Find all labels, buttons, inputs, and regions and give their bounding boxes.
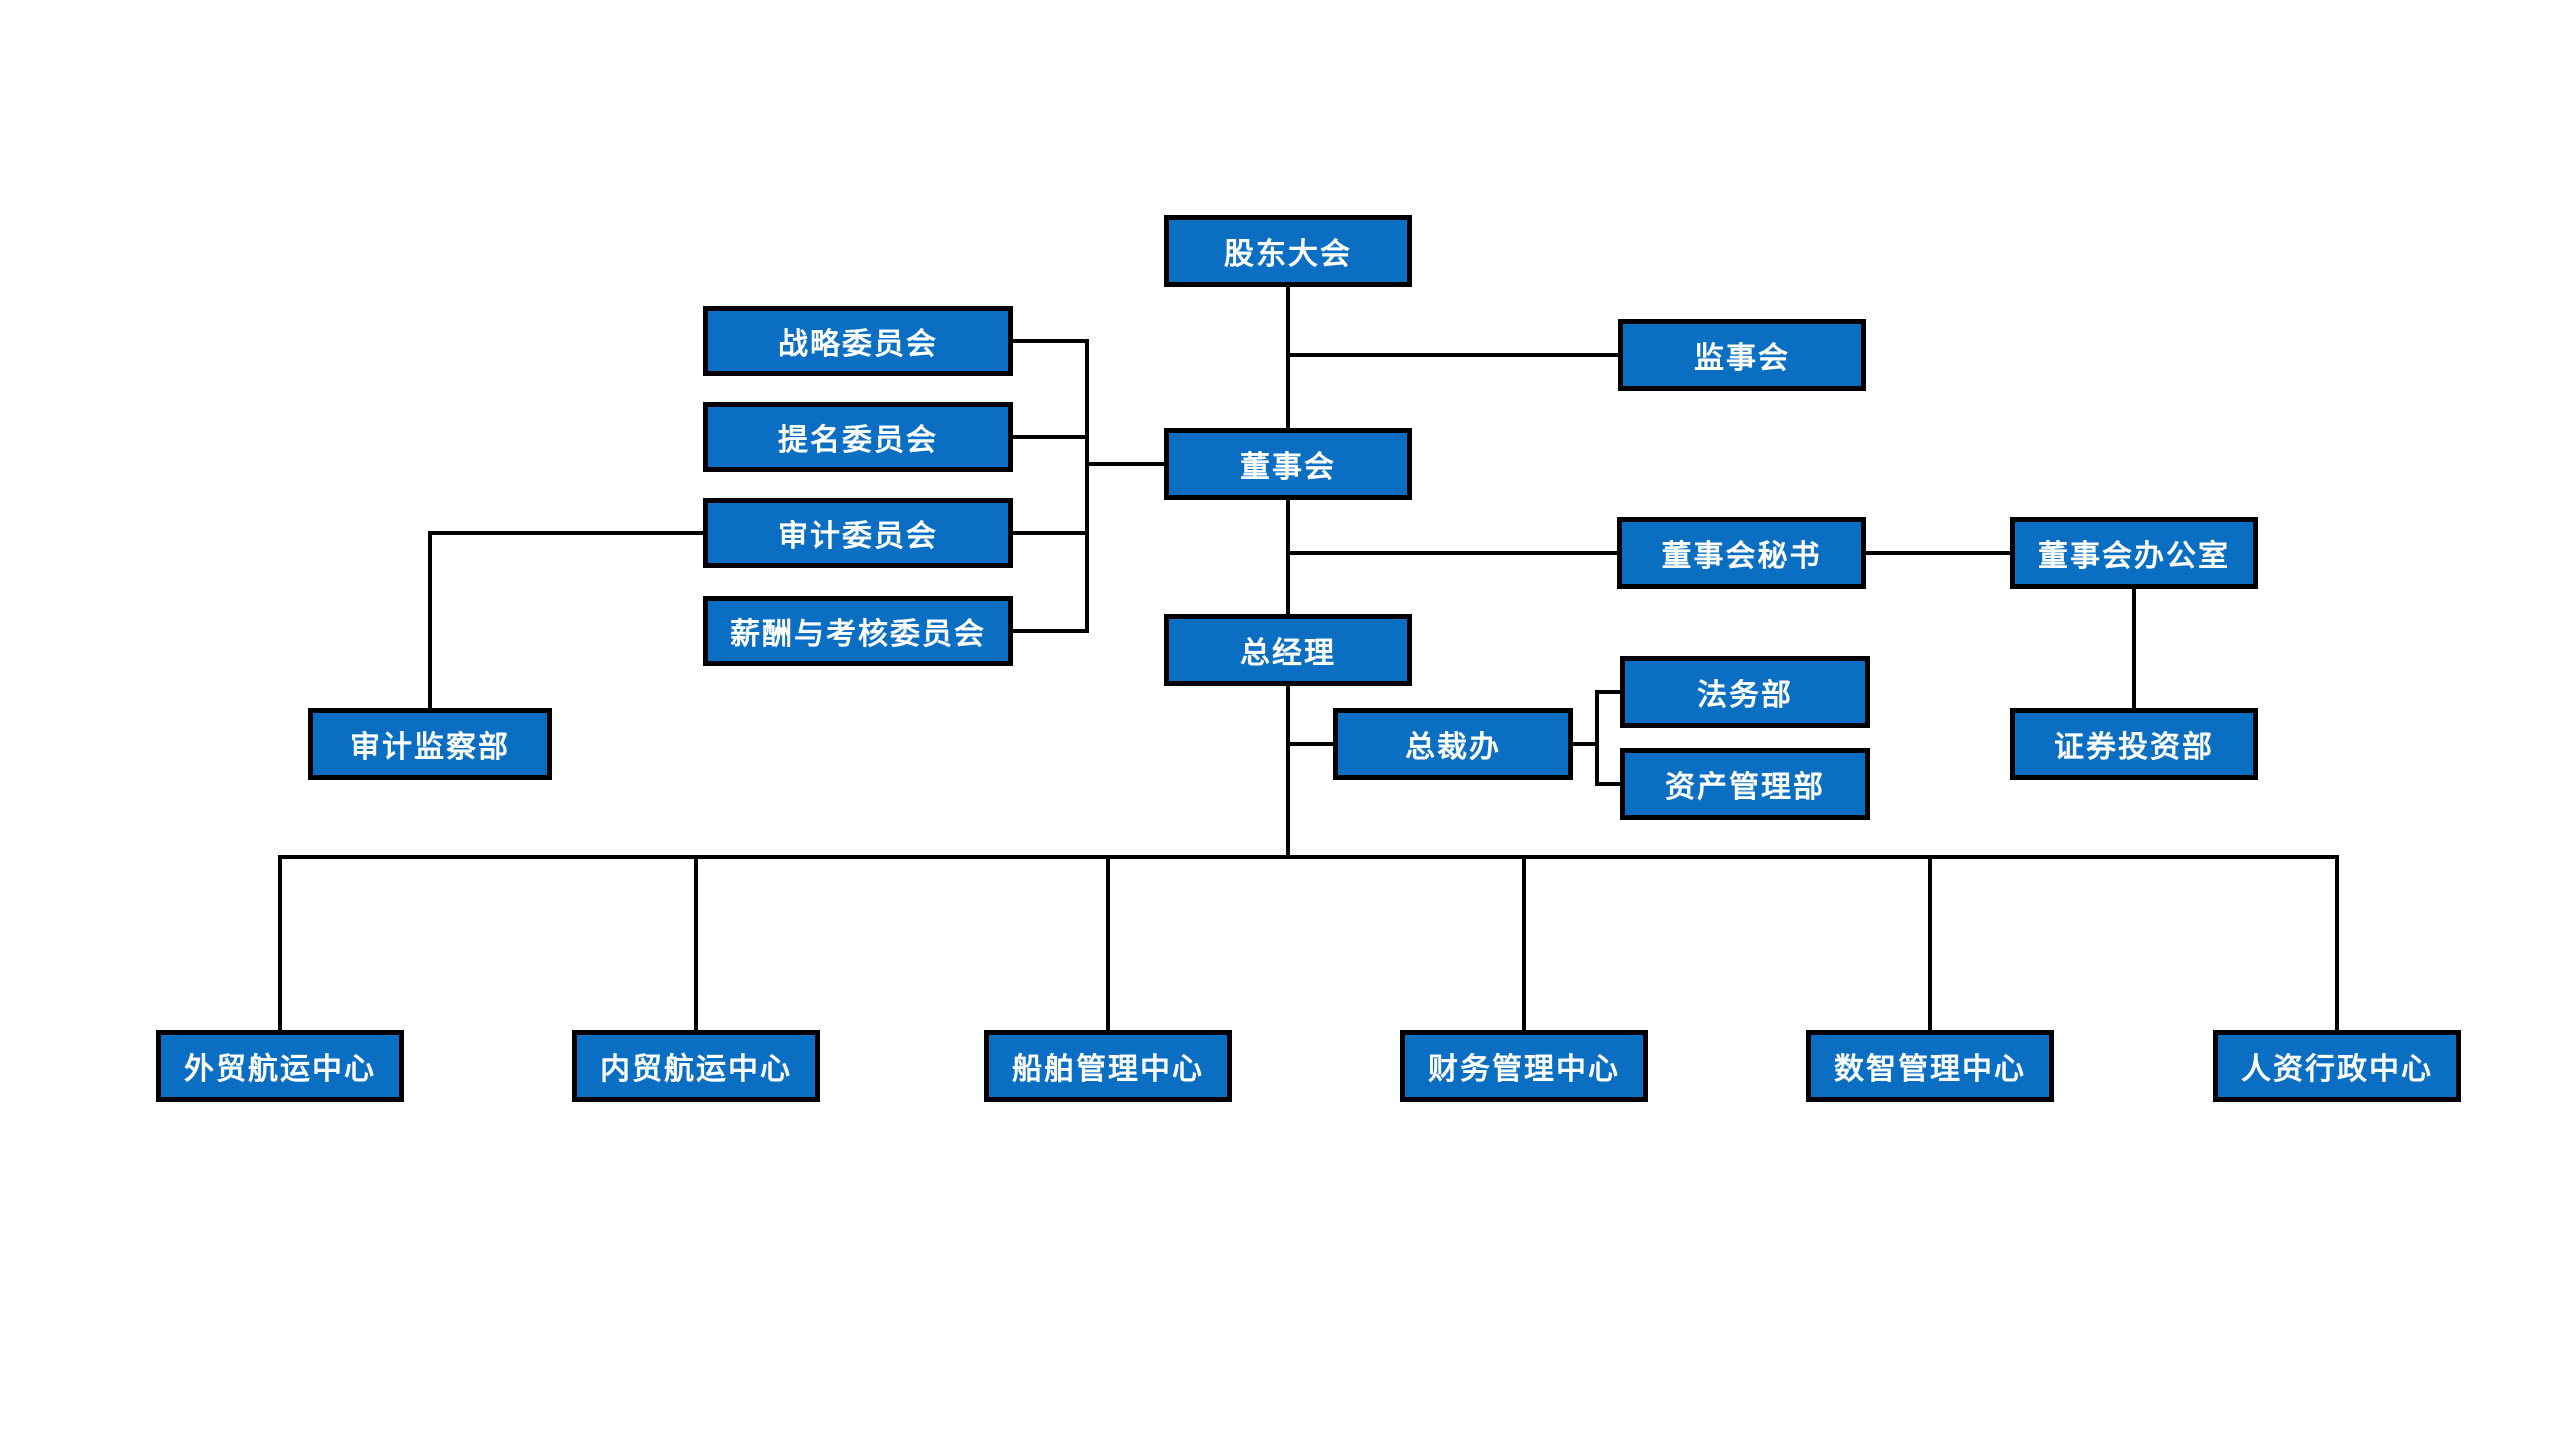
connector-line [1595,690,1622,694]
connector-line [1286,742,1335,746]
connector-line [1595,690,1599,786]
org-node-remuneration-appraisal-committee: 薪酬与考核委员会 [703,596,1013,666]
connector-line [1286,551,1619,555]
org-node-board-secretary: 董事会秘书 [1617,517,1866,589]
connector-line [1286,684,1290,859]
connector-line [428,531,432,710]
connector-line [694,855,698,1032]
org-node-foreign-trade-shipping-center: 外贸航运中心 [156,1030,404,1102]
connector-line [1286,353,1620,357]
org-node-finance-management-center: 财务管理中心 [1400,1030,1648,1102]
connector-line [1085,462,1166,466]
org-node-securities-investment-dept: 证券投资部 [2010,708,2258,780]
connector-line [1011,629,1089,633]
connector-line [1011,435,1089,439]
org-node-strategy-committee: 战略委员会 [703,306,1013,376]
connector-line [1011,531,1089,535]
org-node-audit-committee: 审计委员会 [703,498,1013,568]
connector-line [1286,498,1290,618]
connector-line [1522,855,1526,1032]
connector-line [278,855,282,1032]
connector-line [2132,587,2136,710]
org-node-general-manager: 总经理 [1164,614,1412,686]
org-node-domestic-trade-shipping-center: 内贸航运中心 [572,1030,820,1102]
org-node-hr-admin-center: 人资行政中心 [2213,1030,2461,1102]
connector-line [1928,855,1932,1032]
org-node-board-of-directors: 董事会 [1164,428,1412,500]
org-node-board-office: 董事会办公室 [2010,517,2258,589]
org-node-audit-supervision-dept: 审计监察部 [308,708,552,780]
connector-line [1864,551,2012,555]
connector-line [1286,285,1290,432]
connector-line [1106,855,1110,1032]
connector-line [428,531,705,535]
org-node-nomination-committee: 提名委员会 [703,402,1013,472]
org-node-shareholders-meeting: 股东大会 [1164,215,1412,287]
org-node-digital-management-center: 数智管理中心 [1806,1030,2054,1102]
connector-line [1011,339,1089,343]
org-node-asset-management-dept: 资产管理部 [1620,748,1870,820]
connector-line [2335,855,2339,1032]
org-node-supervisory-board: 监事会 [1618,319,1866,391]
org-node-legal-dept: 法务部 [1620,656,1870,728]
connector-line [1595,782,1622,786]
connector-line [278,855,2339,859]
org-node-ship-management-center: 船舶管理中心 [984,1030,1232,1102]
org-node-president-office: 总裁办 [1333,708,1573,780]
connector-line [1571,742,1599,746]
connector-line [1085,339,1089,633]
